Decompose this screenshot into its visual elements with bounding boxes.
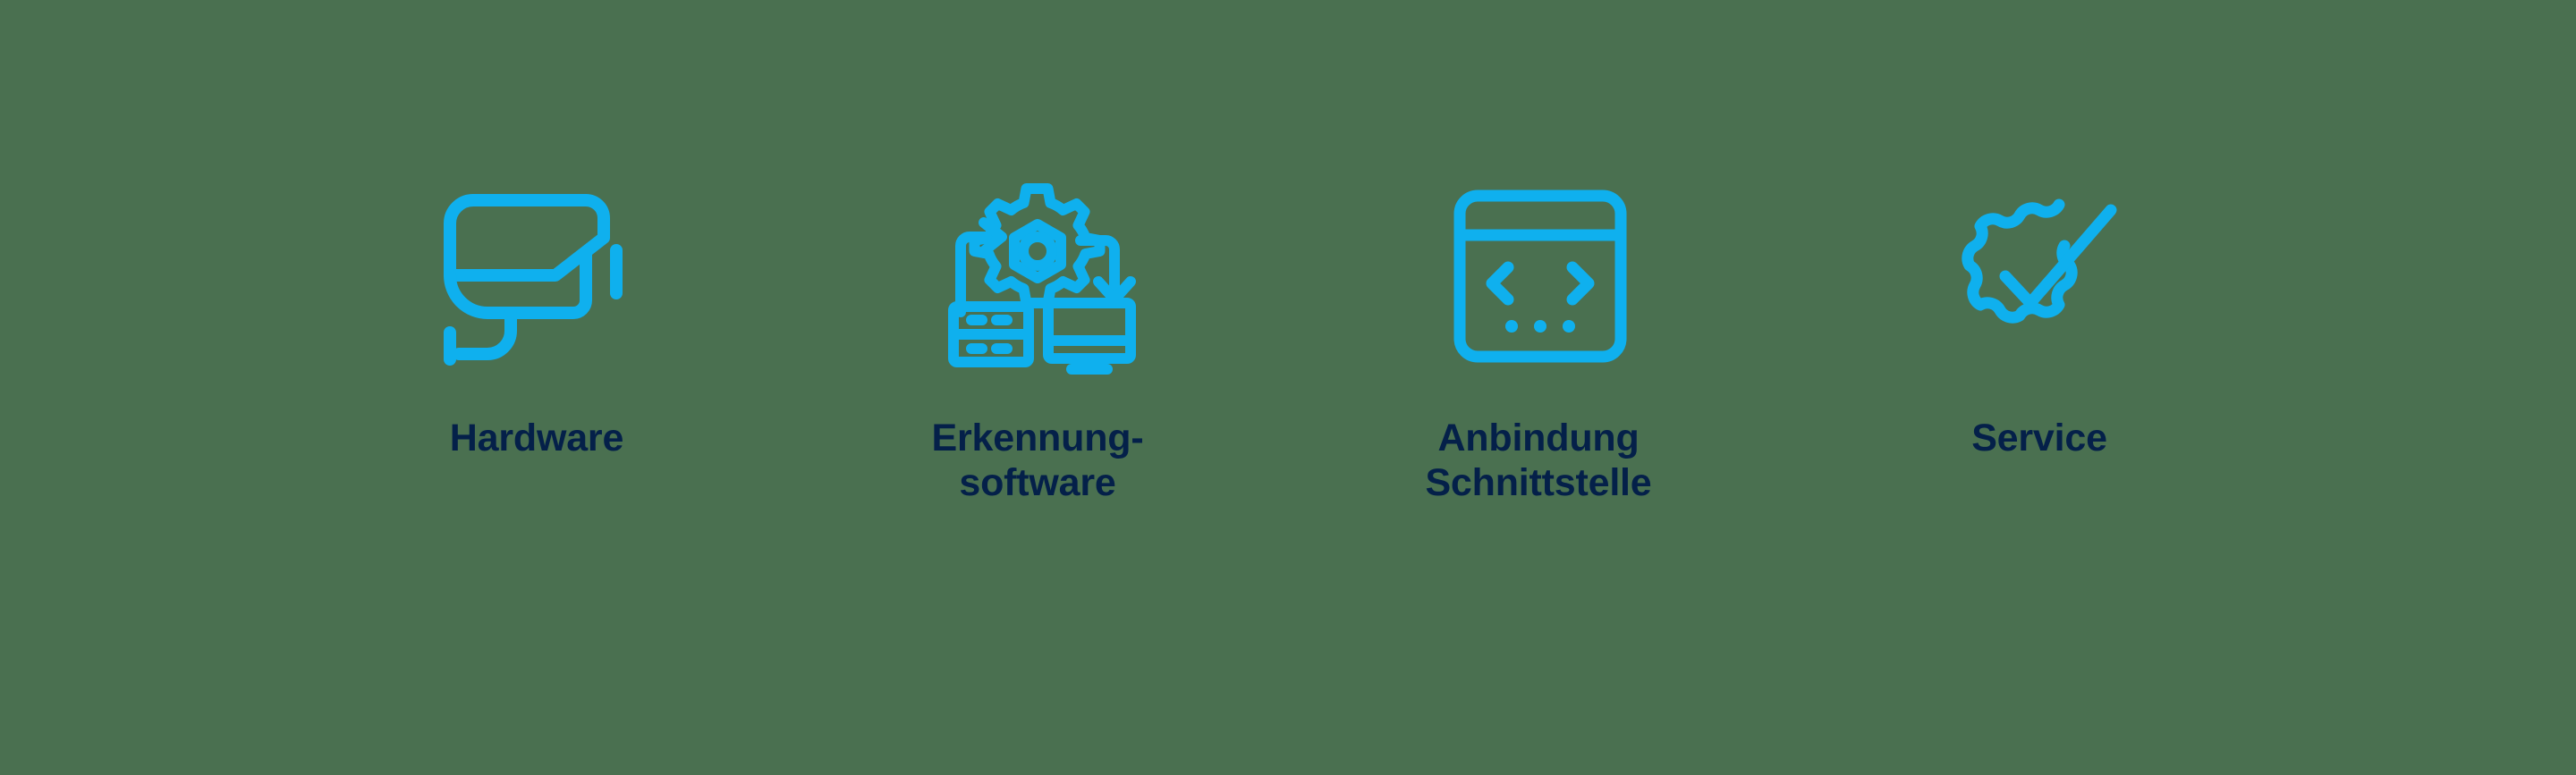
feature-label-hardware: Hardware — [449, 417, 624, 459]
feature-label-erkennungssoftware: Erkennung- software — [931, 417, 1144, 505]
feature-label-anbindung-schnittstelle: Anbindung Schnittstelle — [1425, 417, 1652, 505]
feature-item-anbindung-schnittstelle[interactable]: Anbindung Schnittstelle — [1288, 175, 1789, 506]
feature-item-hardware[interactable]: Hardware — [286, 175, 787, 460]
feature-item-erkennungssoftware[interactable]: Erkennung- software — [787, 175, 1288, 506]
detection-software-icon — [941, 175, 1136, 376]
quality-badge-check-icon — [1953, 175, 2132, 376]
feature-label-service: Service — [1971, 417, 2107, 459]
api-window-icon — [1453, 175, 1628, 376]
security-camera-icon — [437, 175, 631, 376]
feature-item-service[interactable]: Service — [1789, 175, 2290, 460]
